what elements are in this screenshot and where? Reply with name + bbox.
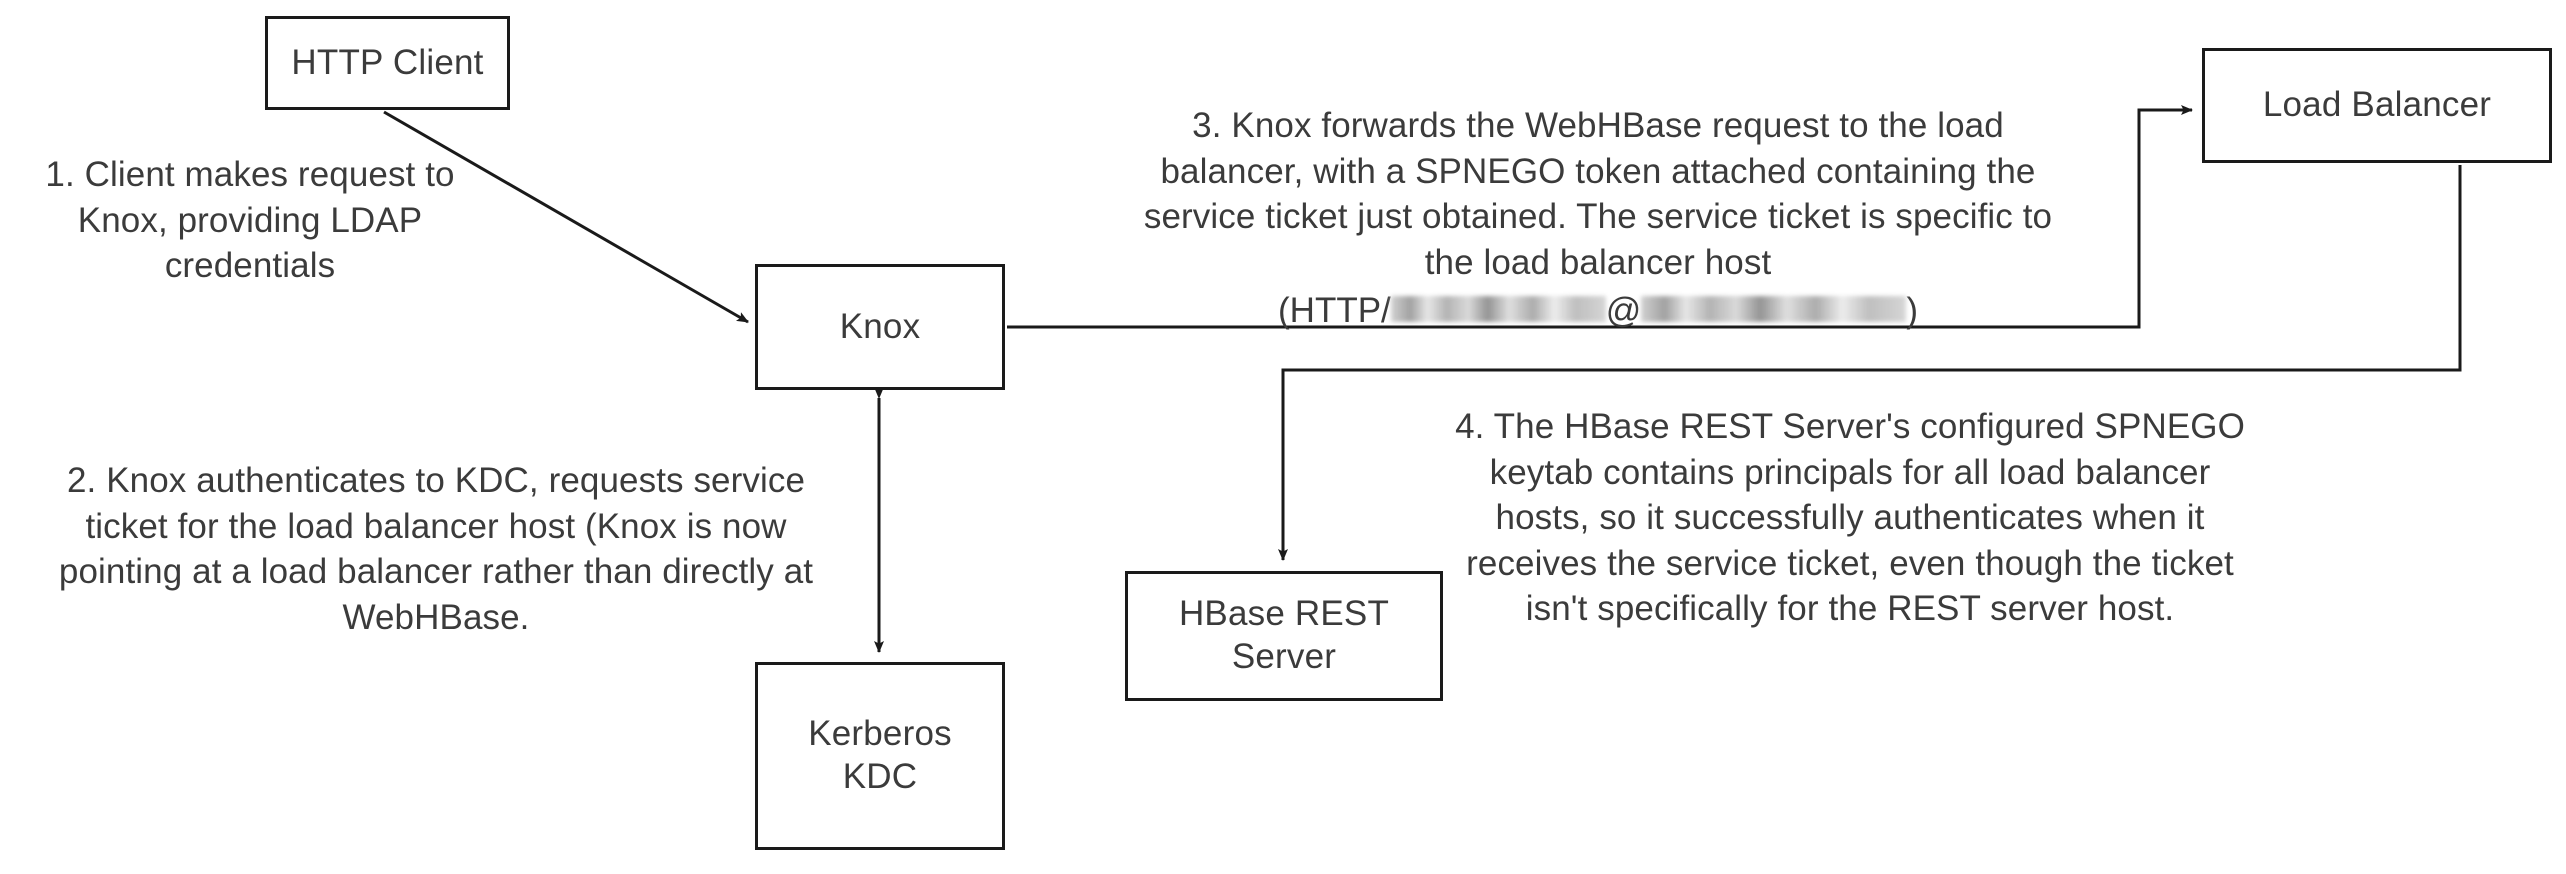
- node-load-balancer[interactable]: Load Balancer: [2202, 48, 2552, 163]
- node-hbase-rest-server-label: HBase REST Server: [1178, 594, 1390, 676]
- redacted-principal-separator: @: [1605, 291, 1642, 330]
- node-kerberos-kdc[interactable]: Kerberos KDC: [755, 662, 1005, 850]
- redacted-principal-prefix: (HTTP/: [1278, 291, 1391, 330]
- note-step-4: 4. The HBase REST Server's configured SP…: [1455, 407, 2245, 628]
- note-step-3-redacted-principal: (HTTP/ @): [1108, 288, 2088, 334]
- redacted-principal-suffix: ): [1906, 291, 1918, 330]
- node-kerberos-kdc-label: Kerberos KDC: [808, 714, 952, 796]
- node-http-client[interactable]: HTTP Client: [265, 16, 510, 110]
- node-load-balancer-label: Load Balancer: [2262, 85, 2492, 125]
- note-step-1: 1. Client makes request to Knox, providi…: [45, 155, 455, 285]
- node-hbase-rest-server[interactable]: HBase REST Server: [1125, 571, 1443, 701]
- note-step-3: 3. Knox forwards the WebHBase request to…: [1143, 106, 2053, 282]
- node-http-client-label: HTTP Client: [291, 42, 484, 82]
- node-knox[interactable]: Knox: [755, 264, 1005, 390]
- note-step-2: 2. Knox authenticates to KDC, requests s…: [58, 461, 814, 637]
- redacted-principal-realm-block: [1641, 296, 1907, 322]
- redacted-principal-service-block: [1390, 296, 1606, 322]
- node-knox-label: Knox: [839, 306, 921, 346]
